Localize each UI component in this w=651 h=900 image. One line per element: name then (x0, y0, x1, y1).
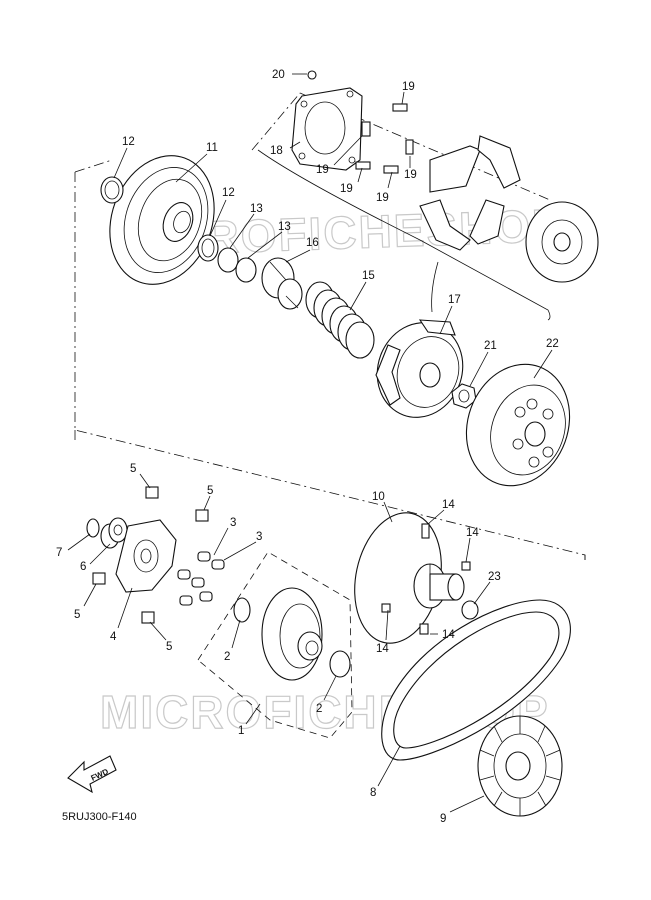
callout-4: 4 (110, 631, 117, 643)
part-10-secondary-sheave (354, 512, 465, 644)
clutch-carrier-bracket (257, 149, 551, 321)
part-1-box (197, 551, 353, 739)
part-6-bearing (100, 517, 128, 549)
part-5-sliders (92, 486, 209, 624)
part-7-oil-seal (86, 518, 100, 538)
part-19-springs (355, 103, 414, 174)
callout-16: 16 (306, 237, 319, 249)
part-11-clutch-housing (109, 155, 215, 285)
callout-14-b: 14 (466, 527, 479, 539)
part-18-plate (291, 87, 363, 171)
part-12-oil-seal-a (100, 176, 124, 204)
callout-6: 6 (80, 561, 86, 573)
part-1-primary-sheave (261, 587, 323, 681)
part-16-collar (261, 257, 303, 310)
part-15-compression-spring (305, 281, 375, 359)
callout-23: 23 (488, 571, 501, 583)
callout-14-c: 14 (376, 643, 389, 655)
callout-11: 11 (206, 142, 218, 154)
callout-21: 21 (484, 340, 497, 352)
callout-19-b: 19 (316, 164, 329, 176)
part-9-cooling-fan (477, 715, 563, 817)
callout-5-c: 5 (74, 609, 80, 621)
leader-lines (67, 73, 553, 813)
part-8-v-belt (381, 599, 571, 761)
callout-13-a: 13 (250, 203, 263, 215)
callout-1: 1 (238, 725, 244, 737)
callout-12-a: 12 (122, 136, 135, 148)
callout-9: 9 (440, 813, 446, 825)
part-3-weights (177, 551, 225, 606)
callout-22: 22 (546, 338, 559, 350)
part-23-oil-seal (461, 600, 479, 620)
callout-14-d: 14 (442, 629, 455, 641)
callout-15: 15 (362, 270, 375, 282)
callout-14-a: 14 (442, 499, 455, 511)
part-13-o-ring-a (217, 247, 239, 273)
callout-5-b: 5 (207, 485, 213, 497)
callout-8: 8 (370, 787, 376, 799)
callout-5-a: 5 (130, 463, 136, 475)
fwd-arrow-icon: FWD (67, 755, 117, 794)
callout-5-d: 5 (166, 641, 172, 653)
callout-7: 7 (56, 547, 62, 559)
callout-19-c: 19 (340, 183, 353, 195)
callout-12-b: 12 (222, 187, 235, 199)
callout-2-a: 2 (224, 651, 230, 663)
callout-19-a: 19 (402, 81, 415, 93)
callout-10: 10 (372, 491, 385, 503)
callout-2-b: 2 (316, 703, 322, 715)
part-12-oil-seal-b (197, 234, 219, 262)
callout-3-a: 3 (230, 517, 236, 529)
part-4-cam (115, 519, 177, 593)
callout-18: 18 (270, 145, 283, 157)
callout-3-b: 3 (256, 531, 262, 543)
diagram-code: 5RUJ300-F140 (62, 811, 137, 823)
part-17-clutch-carrier (375, 319, 464, 418)
part-2-collar-b (329, 650, 351, 678)
callout-19-e: 19 (404, 169, 417, 181)
part-2-collar-a (233, 597, 251, 623)
clutch-carrier-pointer (431, 261, 439, 313)
part-22-clutch-drum (465, 363, 571, 487)
callout-numbers: 20 19 18 19 19 19 19 12 11 12 13 13 16 1… (56, 69, 559, 825)
callout-20: 20 (272, 69, 285, 81)
callout-17: 17 (448, 294, 461, 306)
part-20-circlip (307, 70, 317, 80)
callout-13-b: 13 (278, 221, 291, 233)
callout-19-d: 19 (376, 192, 389, 204)
part-13-o-ring-b (235, 257, 257, 283)
clutch-shoe-assembly (419, 135, 599, 283)
